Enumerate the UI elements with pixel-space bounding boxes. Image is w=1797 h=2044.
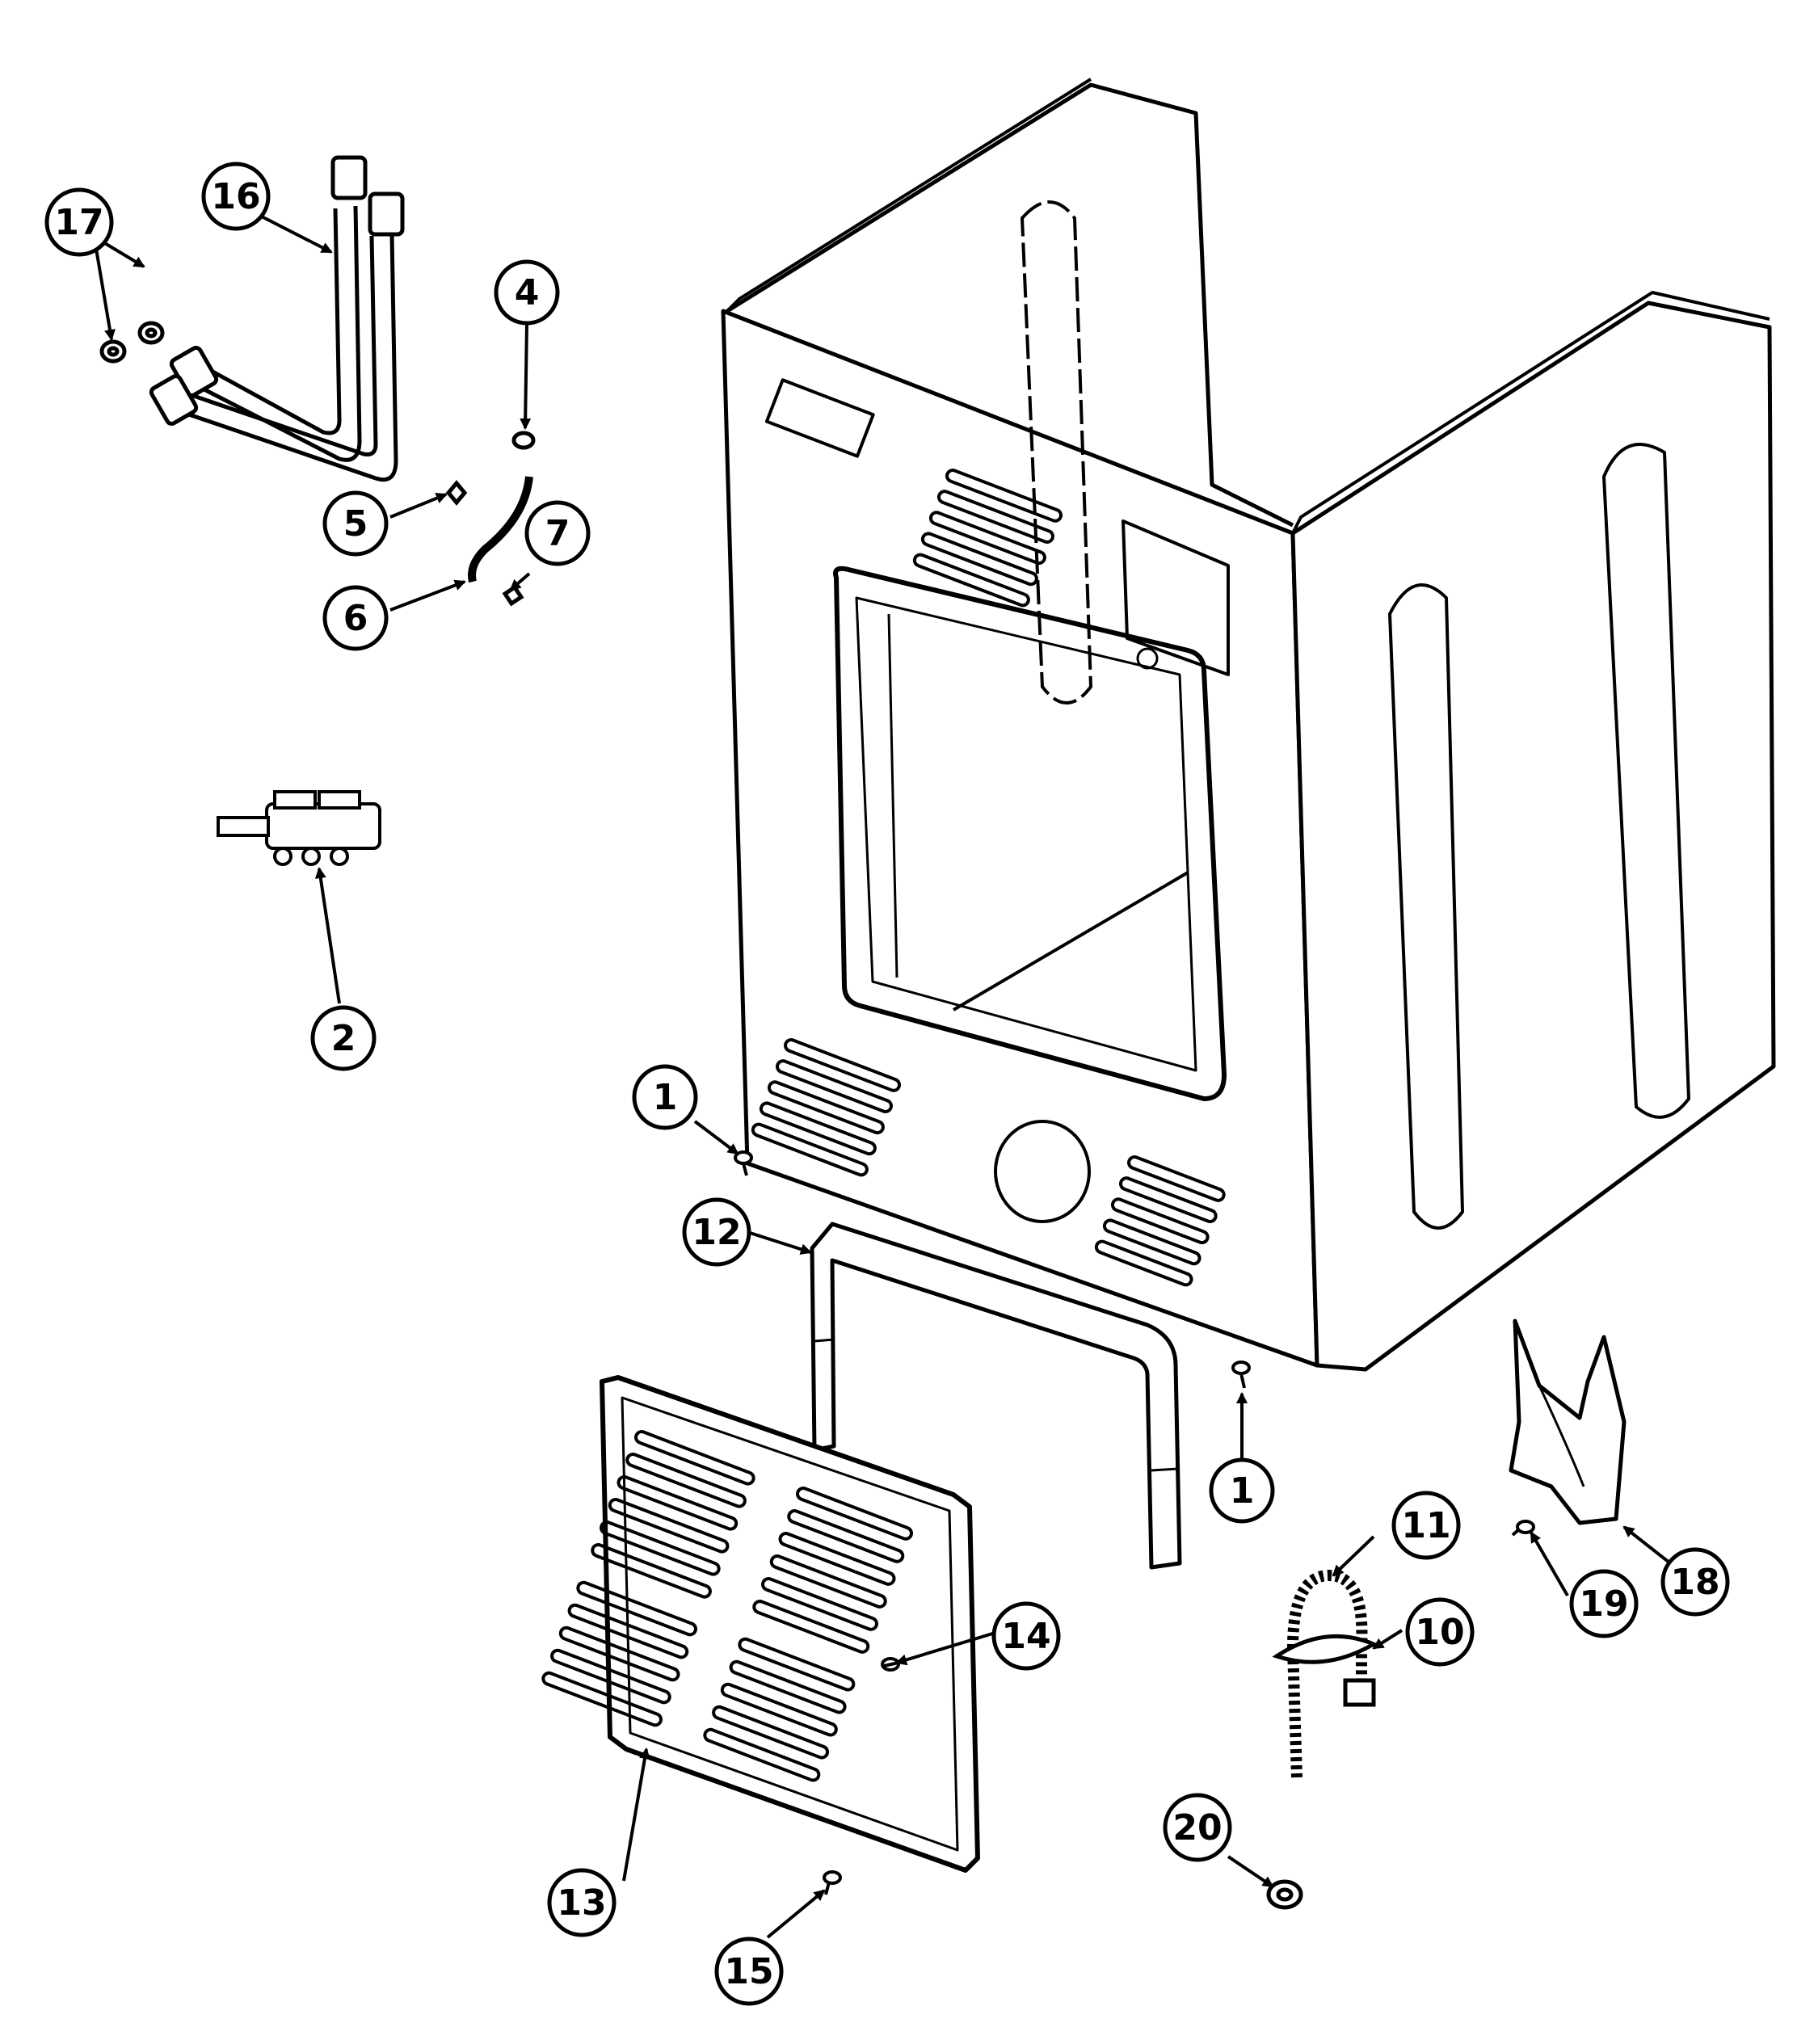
hose-bracket xyxy=(1509,1319,1627,1525)
callout-18-label: 18 xyxy=(1670,1562,1719,1603)
callout-2: 2 xyxy=(310,1005,377,1071)
callout-18: 18 xyxy=(1660,1547,1730,1617)
callout-14-label: 14 xyxy=(1001,1616,1050,1657)
callout-1a: 1 xyxy=(632,1064,698,1130)
callout-16: 16 xyxy=(201,162,271,231)
callout-2-label: 2 xyxy=(331,1018,356,1059)
callout-7-label: 7 xyxy=(545,513,570,554)
front-panel-louvres-left xyxy=(541,1430,755,1727)
inlet-hoses xyxy=(149,155,405,482)
callout-4: 4 xyxy=(494,259,560,326)
front-panel-louvres-right xyxy=(703,1487,913,1782)
drain-hose xyxy=(1272,1569,1378,1778)
cabinet-louvres-lower-right xyxy=(1094,1155,1226,1287)
callout-10-label: 10 xyxy=(1415,1612,1464,1653)
callout-12: 12 xyxy=(682,1197,751,1267)
callout-17-label: 17 xyxy=(54,202,103,243)
water-valve xyxy=(217,790,381,866)
screw-part-14 xyxy=(881,1657,900,1672)
callout-11-label: 11 xyxy=(1401,1505,1450,1546)
callout-13-label: 13 xyxy=(557,1882,606,1924)
callout-1b: 1 xyxy=(1209,1457,1275,1524)
callout-17: 17 xyxy=(44,187,114,257)
screw-part-15 xyxy=(823,1870,842,1895)
small-tube-assembly xyxy=(445,431,536,607)
callout-15: 15 xyxy=(714,1937,784,2006)
callout-13: 13 xyxy=(547,1868,617,1937)
hose-clamp xyxy=(1266,1879,1303,1910)
callout-19-label: 19 xyxy=(1579,1583,1628,1625)
callout-6: 6 xyxy=(322,585,389,651)
callout-19: 19 xyxy=(1569,1569,1639,1638)
callout-12-label: 12 xyxy=(692,1212,741,1253)
callout-6-label: 6 xyxy=(343,598,368,639)
callout-bubbles: 1 1 2 4 5 6 7 10 xyxy=(44,162,1730,2006)
front-frame-bracket xyxy=(810,1222,1182,1570)
hose-washers xyxy=(99,321,165,364)
callout-5-label: 5 xyxy=(343,503,368,545)
screw-part-1b xyxy=(1231,1361,1251,1389)
callout-15-label: 15 xyxy=(724,1951,773,1992)
callout-7: 7 xyxy=(524,500,591,566)
cabinet xyxy=(721,78,1776,1372)
callout-20: 20 xyxy=(1163,1793,1232,1862)
callout-14: 14 xyxy=(991,1601,1061,1671)
callout-11: 11 xyxy=(1391,1491,1461,1560)
screw-part-1a xyxy=(734,1150,753,1176)
cabinet-louvres-upper xyxy=(912,469,1063,608)
callout-20-label: 20 xyxy=(1172,1807,1222,1848)
cabinet-louvres-lower-left xyxy=(751,1038,901,1177)
callout-16-label: 16 xyxy=(211,176,260,217)
callout-10: 10 xyxy=(1405,1597,1475,1667)
callout-1a-label: 1 xyxy=(653,1077,678,1118)
callout-4-label: 4 xyxy=(515,272,540,313)
callout-leaders xyxy=(94,212,1682,1939)
screw-part-19 xyxy=(1511,1520,1535,1537)
callout-1b-label: 1 xyxy=(1230,1470,1255,1512)
callout-5: 5 xyxy=(322,490,389,557)
